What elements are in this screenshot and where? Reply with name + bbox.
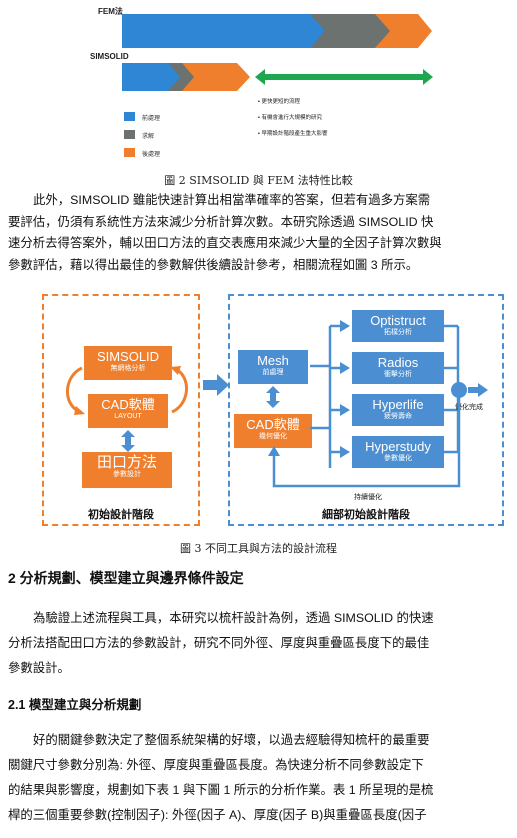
paragraph-3: 好的關鍵參數決定了整個系統架構的好壞，以過去經驗得知梳杆的最重要 關鍵尺寸參數分… — [8, 728, 510, 828]
legend-label-post: 後處理 — [142, 152, 161, 158]
paragraph-line: 分析法搭配田口方法的參數設計，研究不同外徑、厚度與重疊區長度下的最佳 — [8, 636, 430, 650]
tool-box-title: Optistruct — [370, 313, 426, 328]
done-arrow — [468, 383, 488, 397]
figure-2-caption: 圖 2 SIMSOLID 與 FEM 法特性比較 — [164, 174, 353, 187]
legend-item-pre: 前處理 — [124, 112, 214, 130]
paragraph-line: 桿的三個重要參數(控制因子): 外徑(因子 A)、厚度(因子 B)與重疊區長度(… — [8, 808, 427, 822]
section-2-1-heading: 2.1 模型建立與分析規劃 — [8, 698, 142, 712]
tool-box-optistruct: Optistruct 拓樸分析 — [352, 310, 444, 342]
done-label: 優化完成 — [455, 404, 483, 411]
paragraph-line: 為驗證上述流程與工具，本研究以梳杆設計為例，透過 SIMSOLID 的快速 — [33, 611, 434, 625]
paragraph-line: 速分析去得答案外，輔以田口方法的直交表應用來減少大量的全因子計算次數與 — [8, 236, 442, 250]
cad-initial-box-subtitle: LAYOUT — [114, 413, 142, 420]
legend-item-solve: 求解 — [124, 130, 214, 148]
taguchi-box-subtitle: 參數設計 — [113, 471, 141, 478]
figure-2: FEM法 SIMSOLID 前處理 求解 後處理 ▪ 更快更短的流程 ▪ 有機會… — [90, 0, 435, 165]
fem-bar — [122, 14, 432, 48]
tool-box-hyperstudy: Hyperstudy 參數優化 — [352, 436, 444, 468]
initial-stage-label: 初始設計階段 — [88, 509, 154, 521]
tool-box-title: Hyperstudy — [365, 439, 431, 454]
loop-label: 持續優化 — [354, 494, 382, 501]
simsolid-box-subtitle: 無網格分析 — [110, 365, 146, 372]
mesh-cad-arrow — [266, 386, 280, 408]
tool-box-radios: Radios 衝擊分析 — [352, 352, 444, 384]
paragraph-2: 為驗證上述流程與工具，本研究以梳杆設計為例，透過 SIMSOLID 的快速 分析… — [8, 606, 510, 681]
mesh-box-subtitle: 前處理 — [262, 369, 284, 376]
cad-initial-box-title: CAD軟體 — [101, 397, 155, 412]
cad-initial-box: CAD軟體 LAYOUT — [88, 394, 168, 428]
simsolid-post-segment — [182, 63, 250, 91]
benefit-text: 早期設計階段產生重大影響 — [261, 131, 328, 137]
cad-detail-box: CAD軟體 幾何優化 — [234, 414, 312, 448]
fem-pre-segment — [122, 14, 327, 48]
benefit-item: ▪ 更快更短的流程 — [258, 99, 300, 105]
simsolid-box: SIMSOLID 無網格分析 — [84, 346, 172, 380]
benefit-item: ▪ 早期設計階段產生重大影響 — [258, 131, 328, 137]
legend: 前處理 求解 後處理 — [124, 112, 214, 166]
benefit-text: 更快更短的流程 — [261, 99, 300, 105]
cycle-left-arrow — [66, 366, 85, 415]
benefit-item: ▪ 有機會進行大規模的研究 — [258, 115, 322, 121]
tool-box-hyperlife: Hyperlife 疲勞壽命 — [352, 394, 444, 426]
tool-box-subtitle: 拓樸分析 — [384, 329, 412, 336]
benefit-list: ▪ 更快更短的流程 ▪ 有機會進行大規模的研究 ▪ 早期設計階段產生重大影響 — [258, 97, 433, 145]
tool-box-subtitle: 疲勞壽命 — [384, 413, 412, 420]
stage-transition-arrow — [203, 374, 229, 396]
mesh-box-title: Mesh — [257, 353, 289, 368]
paragraph-line: 的結果與影響度，規劃如下表 1 與下圖 1 所示的分析作業。表 1 所呈現的是梳 — [8, 783, 434, 797]
mesh-box: Mesh 前處理 — [238, 350, 308, 384]
section-2-heading: 2 分析規劃、模型建立與邊界條件設定 — [8, 570, 244, 586]
tool-box-title: Radios — [377, 355, 419, 370]
legend-swatch-pre — [124, 112, 135, 121]
legend-swatch-post — [124, 148, 135, 157]
initial-stage-frame — [42, 294, 200, 526]
tool-box-title: Hyperlife — [372, 397, 424, 412]
cad-detail-box-title: CAD軟體 — [246, 417, 300, 432]
paragraph-1: 此外，SIMSOLID 雖能快速計算出相當準確率的答案，但若有過多方案需 要評估… — [8, 190, 510, 276]
cycle-right-arrow — [170, 366, 188, 414]
figure-3-caption: 圖 3 不同工具與方法的設計流程 — [180, 542, 337, 555]
simsolid-box-title: SIMSOLID — [96, 349, 160, 364]
legend-swatch-solve — [124, 130, 135, 139]
paragraph-line: 要評估，仍須有系統性方法來減少分析計算次數。本研究除透過 SIMSOLID 快 — [8, 214, 434, 229]
cad-detail-box-subtitle: 幾何優化 — [259, 433, 287, 440]
paragraph-line: 關鍵尺寸參數分別為: 外徑、厚度與重疊區長度。為快速分析不同參數設定下 — [8, 758, 424, 772]
benefit-text: 有機會進行大規模的研究 — [261, 115, 322, 121]
legend-item-post: 後處理 — [124, 148, 214, 166]
fem-label: FEM法 — [98, 7, 123, 16]
detail-stage-label: 細部初始設計階段 — [322, 509, 410, 521]
paragraph-line: 好的關鍵參數決定了整個系統架構的好壞，以過去經驗得知梳杆的最重要 — [33, 733, 430, 747]
simsolid-bar — [122, 63, 250, 91]
taguchi-box: 田口方法 參數設計 — [82, 452, 172, 488]
legend-label-solve: 求解 — [142, 134, 155, 140]
legend-label-pre: 前處理 — [142, 116, 161, 122]
detail-stage-frame — [228, 294, 504, 526]
paragraph-line: 參數設計。 — [8, 661, 70, 675]
paragraph-line: 此外，SIMSOLID 雖能快速計算出相當準確率的答案，但若有過多方案需 — [33, 193, 431, 207]
decision-node — [451, 382, 467, 398]
time-saved-arrow — [255, 69, 433, 85]
tool-box-subtitle: 參數優化 — [384, 455, 412, 462]
taguchi-box-title: 田口方法 — [96, 454, 157, 471]
figure-3: SIMSOLID 無網格分析 CAD軟體 LAYOUT 田口方法 參數設計 初始… — [42, 294, 508, 530]
simsolid-label: SIMSOLID — [90, 52, 129, 61]
fem-solve-segment — [310, 14, 392, 48]
fem-post-segment — [375, 14, 432, 48]
paragraph-line: 參數評估，藉以得出最佳的參數解供後續設計參考，相關流程如圖 3 所示。 — [8, 257, 419, 272]
simsolid-pre-segment — [122, 63, 182, 91]
loop-arrow — [268, 398, 461, 488]
cad-taguchi-arrow — [121, 430, 135, 452]
tool-box-subtitle: 衝擊分析 — [384, 371, 412, 378]
